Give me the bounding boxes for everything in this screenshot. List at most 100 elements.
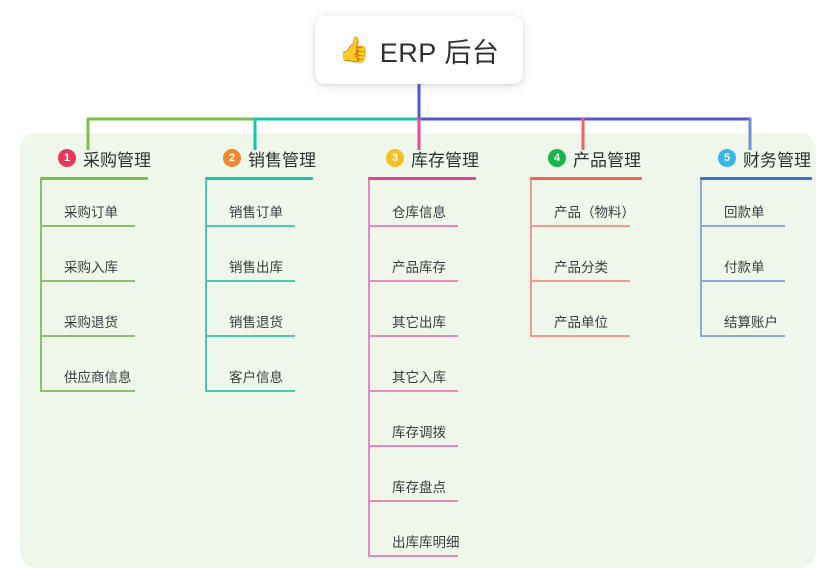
column-badge-4: 4: [548, 149, 566, 167]
column-rule-1: [40, 177, 148, 180]
leaf-node[interactable]: 产品库存: [368, 235, 479, 290]
leaf-rule: [205, 390, 295, 392]
column-leaf-list-1: 采购订单采购入库采购退货供应商信息: [40, 180, 151, 400]
leaf-label: 其它入库: [392, 370, 446, 385]
leaf-label: 产品分类: [554, 260, 608, 275]
column-rule-5: [700, 177, 812, 180]
leaf-rule: [205, 335, 295, 337]
leaf-label: 出库库明细: [392, 535, 460, 550]
leaf-node[interactable]: 采购退货: [40, 290, 151, 345]
leaf-rule: [40, 335, 135, 337]
leaf-node[interactable]: 销售出库: [205, 235, 316, 290]
leaf-label: 仓库信息: [392, 205, 446, 220]
column-spine-1: [40, 180, 42, 392]
leaf-node[interactable]: 库存盘点: [368, 455, 479, 510]
leaf-rule: [530, 225, 630, 227]
leaf-node[interactable]: 其它入库: [368, 345, 479, 400]
leaf-rule: [368, 555, 458, 557]
leaf-node[interactable]: 回款单: [700, 180, 812, 235]
leaf-rule: [700, 335, 785, 337]
leaf-label: 结算账户: [724, 315, 778, 330]
leaf-label: 库存盘点: [392, 480, 446, 495]
root-node[interactable]: 👍 ERP 后台: [315, 16, 523, 84]
column-header-1[interactable]: 1 采购管理: [40, 145, 151, 171]
diagram-column-4: 4 产品管理产品（物料） 产品分类产品单位: [530, 145, 642, 345]
column-badge-1: 1: [58, 149, 76, 167]
column-title-5: 财务管理: [743, 150, 811, 170]
leaf-node[interactable]: 采购入库: [40, 235, 151, 290]
leaf-node[interactable]: 付款单: [700, 235, 812, 290]
leaf-label: 回款单: [724, 205, 765, 220]
column-rule-3: [368, 177, 476, 180]
leaf-rule: [40, 390, 135, 392]
leaf-label: 供应商信息: [64, 370, 132, 385]
leaf-node[interactable]: 产品分类: [530, 235, 642, 290]
leaf-rule: [368, 500, 458, 502]
column-title-1: 采购管理: [83, 150, 151, 170]
leaf-rule: [40, 225, 135, 227]
column-rule-2: [205, 177, 313, 180]
leaf-rule: [368, 280, 458, 282]
column-title-2: 销售管理: [248, 150, 316, 170]
leaf-label: 产品库存: [392, 260, 446, 275]
column-rule-4: [530, 177, 642, 180]
leaf-node[interactable]: 出库库明细: [368, 510, 479, 565]
root-node-title: ERP 后台: [379, 37, 500, 68]
leaf-rule: [368, 225, 458, 227]
leaf-label: 销售订单: [229, 205, 283, 220]
column-badge-5: 5: [718, 149, 736, 167]
leaf-rule: [40, 280, 135, 282]
diagram-column-5: 5 财务管理回款单付款单结算账户: [700, 145, 812, 345]
diagram-column-3: 3 库存管理仓库信息产品库存其它出库其它入库库存调拨库存盘点出库库明细: [368, 145, 479, 565]
leaf-rule: [205, 280, 295, 282]
leaf-rule: [530, 280, 630, 282]
leaf-rule: [205, 225, 295, 227]
column-leaf-list-5: 回款单付款单结算账户: [700, 180, 812, 345]
thumbs-up-icon: 👍: [338, 35, 370, 64]
leaf-label: 产品（物料）: [554, 205, 635, 220]
leaf-label: 产品单位: [554, 315, 608, 330]
leaf-label: 其它出库: [392, 315, 446, 330]
diagram-background-panel: [20, 133, 816, 568]
leaf-node[interactable]: 客户信息: [205, 345, 316, 400]
leaf-node[interactable]: 销售退货: [205, 290, 316, 345]
leaf-label: 采购订单: [64, 205, 118, 220]
leaf-label: 库存调拨: [392, 425, 446, 440]
leaf-rule: [700, 225, 785, 227]
leaf-rule: [700, 280, 785, 282]
column-leaf-list-4: 产品（物料） 产品分类产品单位: [530, 180, 642, 345]
leaf-label: 付款单: [724, 260, 765, 275]
column-leaf-list-2: 销售订单销售出库销售退货客户信息: [205, 180, 316, 400]
column-header-3[interactable]: 3 库存管理: [368, 145, 479, 171]
diagram-column-1: 1 采购管理采购订单采购入库采购退货供应商信息: [40, 145, 151, 400]
column-header-2[interactable]: 2 销售管理: [205, 145, 316, 171]
leaf-node[interactable]: 库存调拨: [368, 400, 479, 455]
column-badge-3: 3: [386, 149, 404, 167]
leaf-label: 采购退货: [64, 315, 118, 330]
column-header-5[interactable]: 5 财务管理: [700, 145, 812, 171]
leaf-node[interactable]: 仓库信息: [368, 180, 479, 235]
column-badge-2: 2: [223, 149, 241, 167]
leaf-node[interactable]: 产品单位: [530, 290, 642, 345]
column-spine-3: [368, 180, 370, 557]
leaf-node[interactable]: 销售订单: [205, 180, 316, 235]
leaf-node[interactable]: 采购订单: [40, 180, 151, 235]
diagram-column-2: 2 销售管理销售订单销售出库销售退货客户信息: [205, 145, 316, 400]
column-leaf-list-3: 仓库信息产品库存其它出库其它入库库存调拨库存盘点出库库明细: [368, 180, 479, 565]
leaf-label: 采购入库: [64, 260, 118, 275]
column-spine-2: [205, 180, 207, 392]
leaf-label: 销售出库: [229, 260, 283, 275]
leaf-rule: [368, 335, 458, 337]
leaf-rule: [530, 335, 630, 337]
column-header-4[interactable]: 4 产品管理: [530, 145, 642, 171]
leaf-node[interactable]: 结算账户: [700, 290, 812, 345]
leaf-label: 销售退货: [229, 315, 283, 330]
leaf-rule: [368, 445, 458, 447]
column-title-4: 产品管理: [573, 150, 641, 170]
leaf-label: 客户信息: [229, 370, 283, 385]
leaf-node[interactable]: 其它出库: [368, 290, 479, 345]
leaf-node[interactable]: 产品（物料）: [530, 180, 642, 235]
column-title-3: 库存管理: [411, 150, 479, 170]
leaf-node[interactable]: 供应商信息: [40, 345, 151, 400]
